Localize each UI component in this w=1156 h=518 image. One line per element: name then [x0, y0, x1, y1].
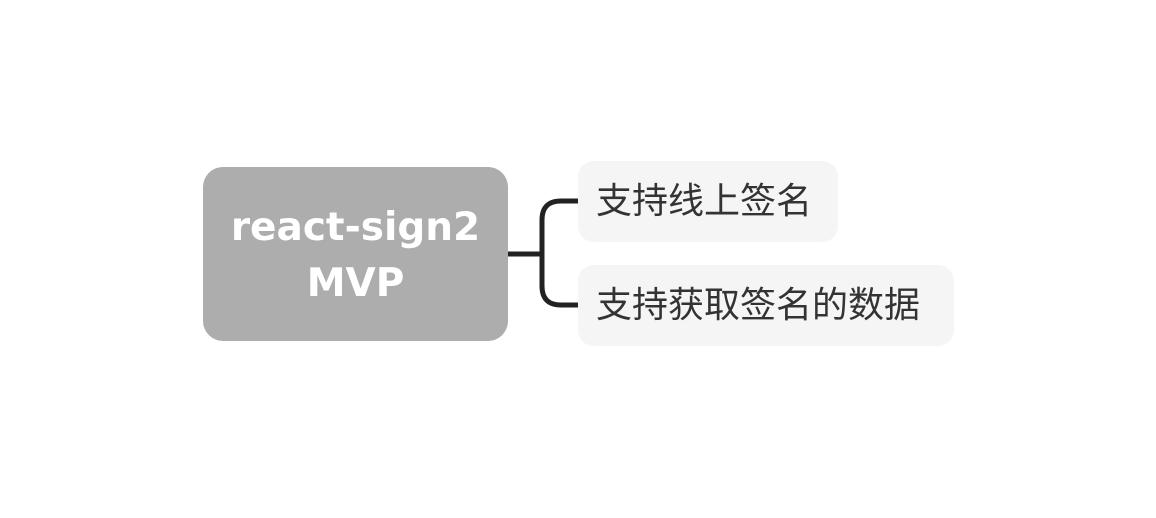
- root-topic-node[interactable]: react-sign2 MVP: [203, 167, 508, 341]
- subtopic-label: 支持线上签名: [596, 181, 813, 222]
- subtopic-node-online-sign[interactable]: 支持线上签名: [578, 161, 838, 242]
- connector-branch-2: [539, 251, 581, 308]
- connector-branch-1: [539, 198, 581, 257]
- root-topic-line2: MVP: [306, 261, 405, 306]
- root-topic-line1: react-sign2: [230, 205, 481, 250]
- subtopic-label: 支持获取签名的数据: [596, 285, 921, 326]
- subtopic-node-get-sign-data[interactable]: 支持获取签名的数据: [578, 265, 954, 346]
